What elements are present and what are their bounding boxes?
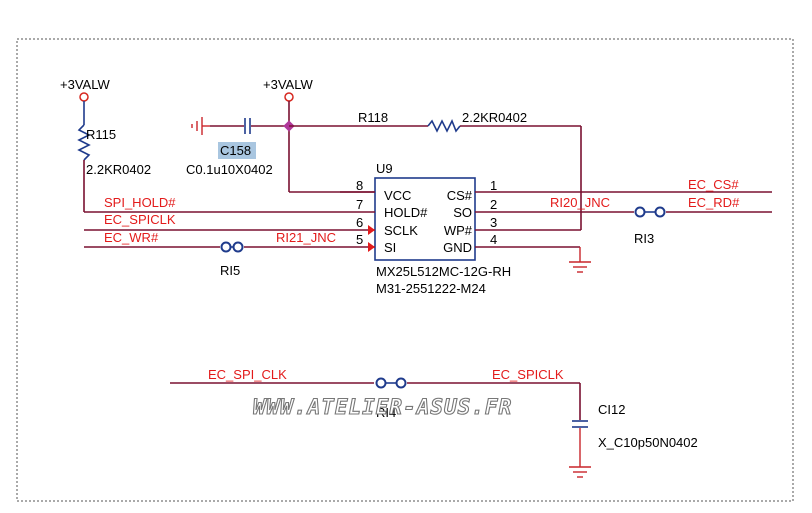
pin-gnd: GND [443,240,472,255]
pin-2-num: 2 [490,197,497,212]
arrow-icon [368,242,375,252]
pin-4-num: 4 [490,232,497,247]
net-ec-rd: EC_RD# [688,195,740,210]
jumper-ri4-pad-b [395,377,407,389]
pin-7-num: 7 [356,197,363,212]
pin-5-num: 5 [356,232,363,247]
jumper-ri5-pad-b [232,241,244,253]
c112-value: X_C10p50N0402 [598,435,698,450]
net-ec-spiclk: EC_SPICLK [104,212,176,227]
jumper-ri5-label: RI5 [220,263,240,278]
jumper-ri5-pad-a [220,241,232,253]
power-label-left: +3VALW [60,77,110,92]
pin-cs: CS# [447,188,473,203]
arrow-icon [368,225,375,235]
power-label-right: +3VALW [263,77,313,92]
chip-u9 [374,177,476,261]
r118-ref: R118 [358,110,388,125]
net-ri21: RI21_JNC [276,230,336,245]
c158-value: C0.1u10X0402 [186,162,273,177]
r115-value: 2.2KR0402 [86,162,151,177]
net-ec-cs: EC_CS# [688,177,739,192]
pin-hold: HOLD# [384,205,428,220]
pin-6-num: 6 [356,215,363,230]
net-ec-wr: EC_WR# [104,230,159,245]
net-spi-hold: SPI_HOLD# [104,195,176,210]
watermark: WWW.ATELIER-ASUS.FR [253,395,512,419]
resistor-r118 [427,119,461,133]
net-ec-spi-clk: EC_SPI_CLK [208,367,287,382]
jumper-ri3-pad-a [634,206,646,218]
r115-ref: R115 [86,127,116,142]
chip-part-number: MX25L512MC-12G-RH [376,264,511,279]
c158-highlight [218,142,256,159]
c158-ref: C158 [220,143,251,158]
pin-si: SI [384,240,396,255]
resistor-r115 [77,124,91,161]
power-pin-right [284,92,294,102]
pin-sclk: SCLK [384,223,418,238]
chip-pn: M31-2551222-M24 [376,281,486,296]
net-ri20: RI20_JNC [550,195,610,210]
sheet-border [16,38,794,502]
pin-1-num: 1 [490,178,497,193]
r118-value: 2.2KR0402 [462,110,527,125]
jumper-ri3-label: RI3 [634,231,654,246]
pin-vcc: VCC [384,188,411,203]
jumper-ri3-pad-b [654,206,666,218]
chip-ref: U9 [376,161,393,176]
pin-wp: WP# [444,223,473,238]
pin-8-num: 8 [356,178,363,193]
jumper-ri4-pad-a [375,377,387,389]
pin-so: SO [453,205,472,220]
net-ec-spiclk-bottom: EC_SPICLK [492,367,564,382]
c112-ref: CI12 [598,402,625,417]
pin-3-num: 3 [490,215,497,230]
power-pin-left [79,92,89,102]
jumper-ri4-label: RI4 [376,405,396,420]
